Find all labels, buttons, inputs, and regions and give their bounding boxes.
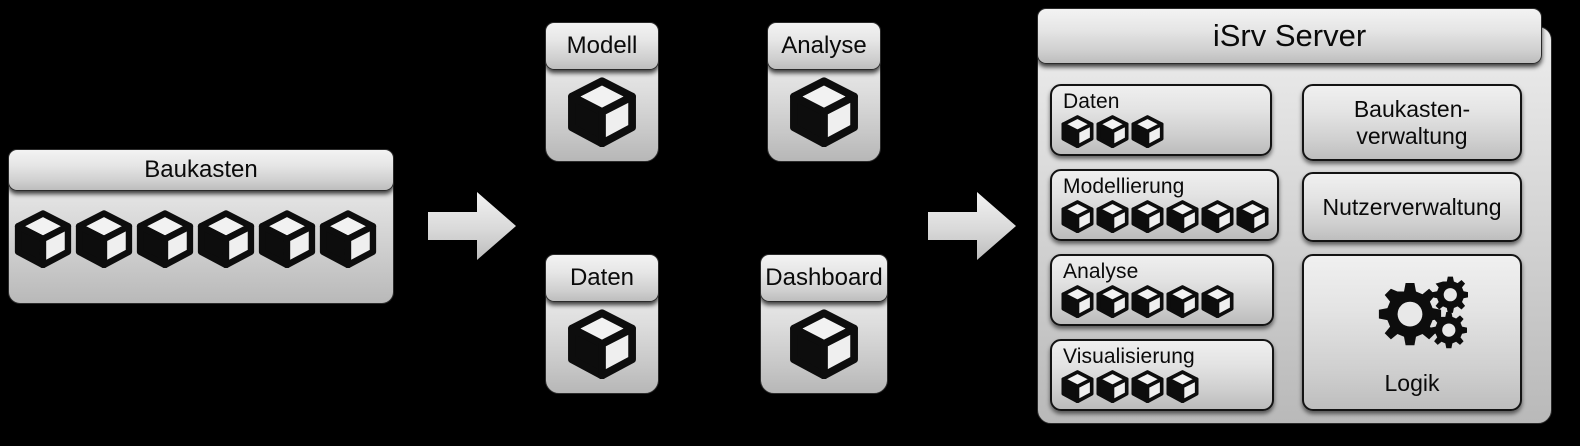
server-button-label-baukastenverwaltung: Baukasten- verwaltung: [1353, 96, 1471, 149]
cube-icon: [1131, 370, 1164, 404]
server-button-label-nutzerverwaltung: Nutzerverwaltung: [1322, 193, 1502, 220]
cube-icon: [75, 210, 133, 269]
baukasten-cube-row: [14, 206, 390, 272]
card-tab-analyse[interactable]: Analyse: [767, 22, 881, 70]
card-body-modell: [545, 62, 659, 162]
subpanel-label-daten: Daten: [1063, 90, 1120, 113]
server-subpanel-modellierung[interactable]: Modellierung: [1050, 169, 1279, 241]
server-button-baukastenverwaltung[interactable]: Baukasten- verwaltung: [1302, 84, 1522, 161]
card-body-dashboard: [760, 294, 888, 394]
subpanel-cube-row-modellierung: [1061, 200, 1269, 234]
card-label-analyse: Analyse: [781, 32, 867, 60]
subpanel-label-modellierung: Modellierung: [1063, 175, 1185, 198]
card-label-modell: Modell: [566, 32, 638, 60]
card-label-daten: Daten: [569, 264, 635, 292]
cube-icon: [1166, 370, 1199, 404]
arrow-right-icon-1: [428, 190, 516, 262]
card-tab-dashboard[interactable]: Dashboard: [760, 254, 888, 302]
arrow-right-icon-2: [928, 190, 1016, 262]
cube-icon: [1096, 285, 1129, 319]
server-subpanel-daten[interactable]: Daten: [1050, 84, 1272, 156]
subpanel-label-visualisierung: Visualisierung: [1063, 345, 1195, 368]
subpanel-cube-row-visualisierung: [1061, 370, 1199, 404]
server-button-label-logik: Logik: [1384, 369, 1440, 396]
cube-icon: [197, 210, 255, 269]
card-body-daten: [545, 294, 659, 394]
cube-icon: [1201, 200, 1234, 234]
cube-icon: [1061, 370, 1094, 404]
cube-icon: [319, 210, 377, 269]
server-title: iSrv Server: [1212, 17, 1367, 53]
cube-icon: [789, 309, 859, 380]
server-subpanel-visualisierung[interactable]: Visualisierung: [1050, 339, 1274, 411]
subpanel-cube-row-analyse: [1061, 285, 1234, 319]
cube-icon: [1061, 285, 1094, 319]
cube-icon: [1166, 200, 1199, 234]
cube-icon: [1236, 200, 1269, 234]
cube-icon: [1131, 285, 1164, 319]
cube-icon: [1131, 200, 1164, 234]
card-label-dashboard: Dashboard: [765, 264, 883, 292]
cube-icon: [136, 210, 194, 269]
cube-icon: [789, 77, 859, 148]
card-tab-daten[interactable]: Daten: [545, 254, 659, 302]
server-button-nutzerverwaltung[interactable]: Nutzerverwaltung: [1302, 172, 1522, 242]
baukasten-title: Baukasten: [144, 156, 258, 184]
cube-icon: [1061, 115, 1094, 149]
server-header-tab: iSrv Server: [1037, 8, 1542, 64]
cube-icon: [1061, 200, 1094, 234]
gears-icon: [1356, 269, 1469, 362]
cube-icon: [1096, 370, 1129, 404]
cube-icon: [1201, 285, 1234, 319]
cube-icon: [567, 77, 637, 148]
cube-icon: [1166, 285, 1199, 319]
baukasten-header-tab: Baukasten: [8, 149, 394, 191]
cube-icon: [1096, 200, 1129, 234]
card-tab-modell[interactable]: Modell: [545, 22, 659, 70]
cube-icon: [1096, 115, 1129, 149]
cube-icon: [258, 210, 316, 269]
cube-icon: [14, 210, 72, 269]
subpanel-label-analyse: Analyse: [1063, 260, 1139, 283]
cube-icon: [1131, 115, 1164, 149]
card-body-analyse: [767, 62, 881, 162]
cube-icon: [567, 309, 637, 380]
server-subpanel-analyse[interactable]: Analyse: [1050, 254, 1274, 326]
server-button-logik[interactable]: Logik: [1302, 254, 1522, 411]
subpanel-cube-row-daten: [1061, 115, 1164, 149]
